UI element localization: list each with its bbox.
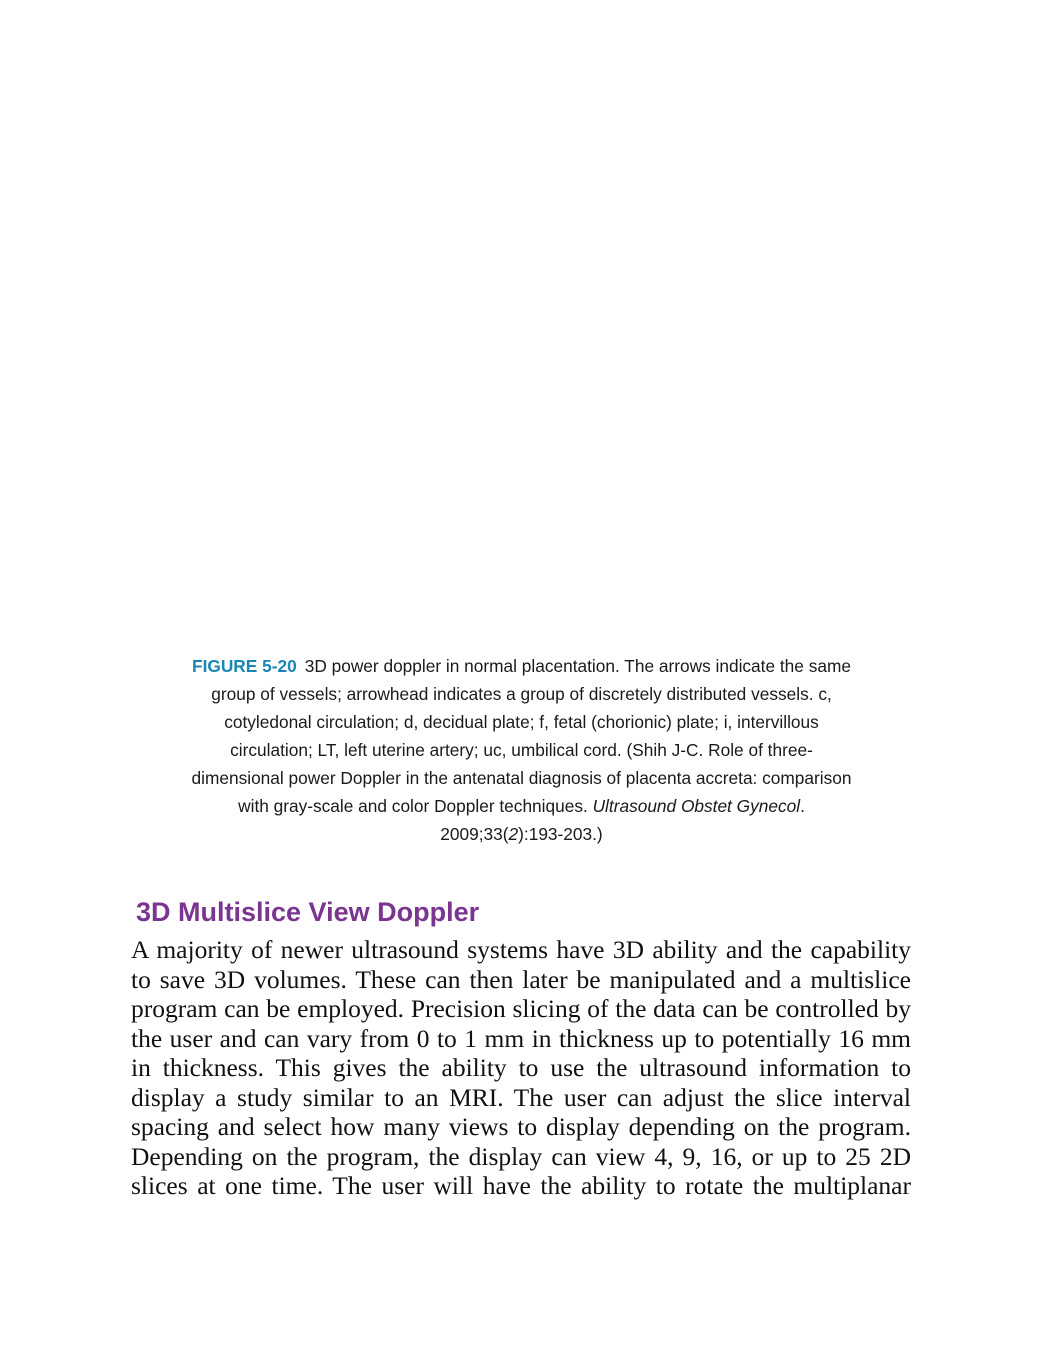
caption-citation-end: ):193-203.) [518, 824, 603, 844]
caption-issue: 2 [508, 824, 519, 844]
caption-text: 3D power doppler in normal placentation.… [191, 656, 852, 816]
caption-citation-mid: . 2009;33( [440, 796, 805, 844]
figure-image-area [130, 40, 913, 640]
section-heading: 3D Multislice View Doppler [136, 897, 480, 927]
figure-label: FIGURE 5-20 [192, 656, 297, 676]
caption-journal: Ultrasound Obstet Gynecol [592, 796, 801, 816]
section-paragraph: A majority of newer ultrasound systems h… [131, 935, 911, 1200]
